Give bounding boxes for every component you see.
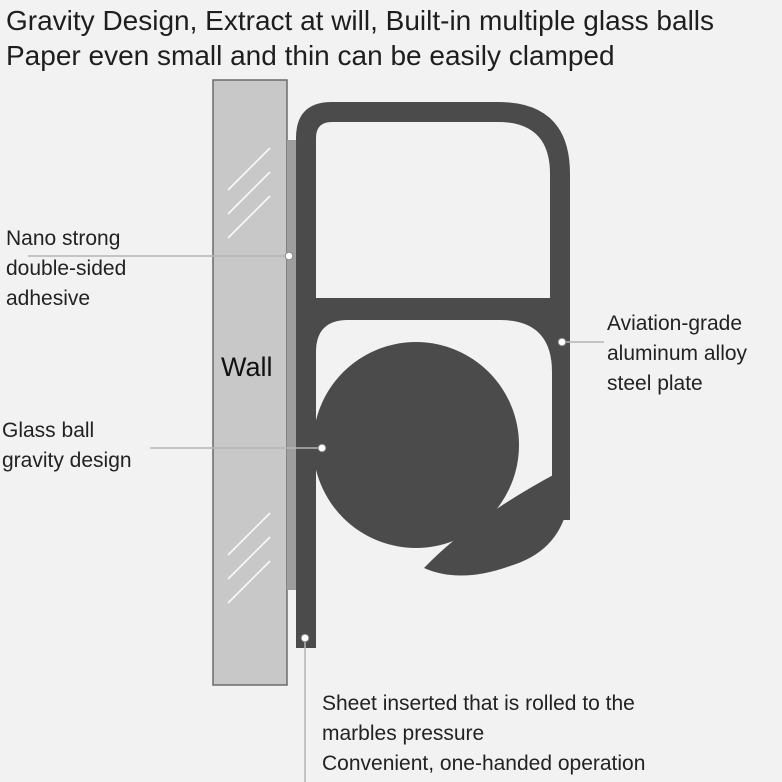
wall-panel (212, 79, 288, 686)
dot-sheet (300, 633, 310, 643)
callout-plate-line-3: steel plate (607, 372, 703, 395)
headline-line-1: Gravity Design, Extract at will, Built-i… (6, 5, 715, 36)
callout-plate: Aviation-grade aluminum alloy steel plat… (607, 309, 747, 399)
wall (212, 79, 288, 686)
wall-label: Wall (221, 352, 273, 382)
callout-adhesive-line-2: double-sided (6, 257, 127, 280)
callout-sheet-line-3: Convenient, one-handed operation (322, 752, 646, 775)
dot-plate (557, 337, 567, 347)
wall-glare-top (227, 147, 271, 239)
glass-ball (313, 342, 519, 548)
callout-plate-line-2: aluminum alloy (607, 342, 748, 365)
callout-sheet-line-1: Sheet inserted that is rolled to the (322, 692, 635, 715)
callout-plate-line-1: Aviation-grade (607, 312, 743, 335)
clip-lip (424, 473, 570, 576)
callout-adhesive-line-3: adhesive (6, 287, 91, 310)
callout-ball: Glass ball gravity design (2, 416, 132, 476)
leader-lines (28, 255, 604, 782)
headline-line-2: Paper even small and thin can be easily … (6, 40, 615, 71)
callout-sheet: Sheet inserted that is rolled to the mar… (322, 689, 645, 779)
dot-ball (317, 443, 327, 453)
dot-adhesive (284, 251, 294, 261)
callout-ball-line-2: gravity design (2, 449, 132, 472)
adhesive-strip (287, 140, 296, 590)
clip-body (296, 102, 570, 648)
wall-glare-bottom (227, 512, 271, 604)
callout-dots (284, 251, 567, 643)
callout-sheet-line-2: marbles pressure (322, 722, 485, 745)
callout-adhesive-line-1: Nano strong (6, 227, 121, 250)
callout-adhesive: Nano strong double-sided adhesive (6, 224, 126, 314)
callout-ball-line-1: Glass ball (2, 419, 95, 442)
